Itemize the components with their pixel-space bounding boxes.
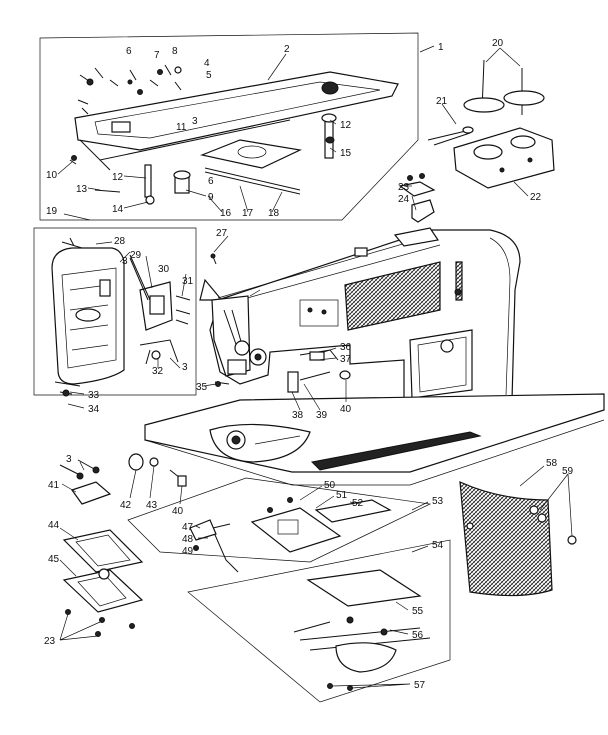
hinge-parts (59, 453, 187, 505)
rear-cover-panel (459, 481, 553, 597)
callout-53: 53 (432, 496, 444, 507)
callout-12: 12 (340, 120, 352, 131)
callout-20: 20 (492, 38, 504, 49)
callout-52: 52 (352, 498, 364, 509)
callout-45: 45 (48, 554, 60, 565)
callout-24: 24 (398, 194, 410, 205)
callout-29: 29 (130, 250, 142, 261)
callout-39: 39 (316, 410, 328, 421)
callout-32: 32 (152, 366, 164, 377)
head-bracket (398, 173, 436, 223)
callout-44: 44 (48, 520, 60, 531)
callout-18: 18 (268, 208, 280, 219)
arm-cover-group (39, 32, 419, 221)
callout-6: 6 (208, 176, 214, 187)
callout-30: 30 (158, 264, 170, 275)
arm-cover-plate (74, 71, 399, 151)
callout-23: 23 (44, 636, 56, 647)
callout-2: 2 (284, 44, 290, 55)
callout-48: 48 (182, 534, 194, 545)
callout-28: 28 (114, 236, 126, 247)
callout-3: 3 (182, 362, 188, 373)
callout-15: 15 (340, 148, 352, 159)
callout-55: 55 (412, 606, 424, 617)
callout-34: 34 (88, 404, 100, 415)
callout-10: 10 (46, 170, 58, 181)
callout-13: 13 (76, 184, 88, 195)
callout-38: 38 (292, 410, 304, 421)
callout-51: 51 (336, 490, 348, 501)
callout-5: 5 (206, 70, 212, 81)
callout-19: 19 (46, 206, 58, 217)
callout-35: 35 (196, 382, 208, 393)
callout-36: 36 (340, 342, 352, 353)
callout-23: 23 (398, 182, 410, 193)
face-cover-group (33, 227, 197, 397)
callout-11: 11 (176, 122, 187, 133)
callout-58: 58 (546, 458, 558, 469)
callout-40: 40 (340, 404, 352, 415)
callout-3: 3 (66, 454, 72, 465)
face-cover-group-frame (33, 227, 197, 396)
callout-22: 22 (530, 192, 542, 203)
callout-43: 43 (146, 500, 158, 511)
bobbin-cover-frame (62, 529, 144, 637)
callout-7: 7 (154, 50, 160, 61)
callout-3: 3 (122, 256, 128, 267)
leader-lines (57, 45, 573, 689)
callout-12: 12 (112, 172, 124, 183)
callout-16: 16 (220, 208, 232, 219)
callout-59: 59 (562, 466, 574, 477)
callout-49: 49 (182, 546, 194, 557)
callout-50: 50 (324, 480, 336, 491)
callout-9: 9 (208, 192, 214, 203)
callout-42: 42 (120, 500, 132, 511)
slide-plate-group (187, 539, 451, 703)
rear-cover (459, 481, 577, 597)
machine-head (199, 227, 521, 411)
machine-bed (144, 393, 605, 486)
callout-33: 33 (88, 390, 100, 401)
needle-plate-group-frame (127, 477, 432, 563)
callout-14: 14 (112, 204, 124, 215)
callout-54: 54 (432, 540, 444, 551)
spool-pin-holder (427, 59, 555, 189)
slide-plate-group-frame (187, 539, 451, 703)
callout-41: 41 (48, 480, 60, 491)
needle-plate-group (127, 477, 432, 573)
callout-56: 56 (412, 630, 424, 641)
callout-3: 3 (192, 116, 198, 127)
callout-37: 37 (340, 354, 352, 365)
callout-47: 47 (182, 522, 194, 533)
callout-27: 27 (216, 228, 228, 239)
callout-1: 1 (438, 42, 444, 53)
callout-21: 21 (436, 96, 448, 107)
callout-57: 57 (414, 680, 426, 691)
callout-8: 8 (172, 46, 178, 57)
callout-labels: 1 2 3 3 3 3 4 5 6 6 7 8 9 10 11 12 12 13… (44, 38, 574, 691)
callout-40: 40 (172, 506, 184, 517)
callout-6: 6 (126, 46, 132, 57)
callout-4: 4 (204, 58, 210, 69)
arm-cover-group-frame (39, 32, 419, 221)
callout-31: 31 (182, 276, 194, 287)
callout-17: 17 (242, 208, 254, 219)
